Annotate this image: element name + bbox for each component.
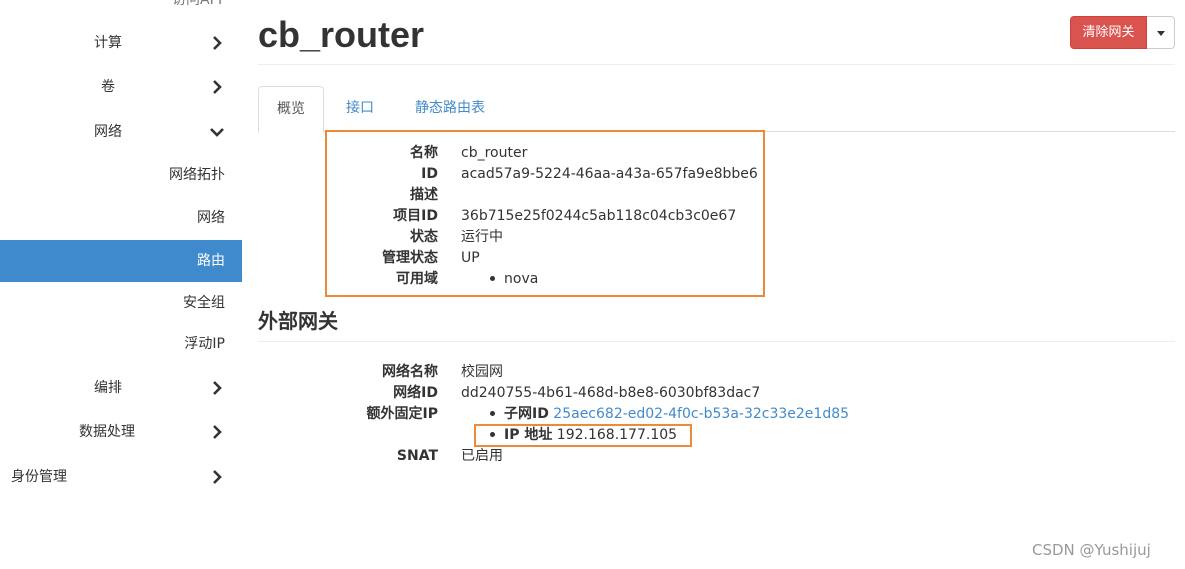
section-title-external-gateway: 外部网关 <box>258 309 338 333</box>
subnet-id-link[interactable]: 25aec682-ed02-4f0c-b53a-32c33e2e1d85 <box>553 406 850 422</box>
sidebar-item-label: 网络拓扑 <box>169 167 225 183</box>
detail-value: acad57a9-5224-46aa-a43a-657fa9e8bbe6 <box>461 166 758 182</box>
sidebar-item-label: 计算 <box>94 35 122 51</box>
subnet-id-label: 子网ID <box>504 406 549 422</box>
detail-row-name: 名称 cb_router <box>258 143 858 164</box>
detail-value: 已启用 <box>461 448 503 464</box>
detail-label: 网络ID <box>393 385 438 401</box>
tab-overview[interactable]: 概览 <box>258 86 324 133</box>
sidebar-item-network[interactable]: 网络 <box>0 111 242 153</box>
sidebar: 访问API 计算 卷 网络 网络拓扑 网络 路由 安全组 浮动IP 编排 数据处… <box>0 0 242 569</box>
tab-static-routes[interactable]: 静态路由表 <box>415 100 485 116</box>
sidebar-item-orchestration[interactable]: 编排 <box>0 367 242 409</box>
detail-row-id: ID acad57a9-5224-46aa-a43a-657fa9e8bbe6 <box>258 164 858 185</box>
sidebar-item-label: 路由 <box>197 253 225 269</box>
bullet-icon <box>490 410 495 416</box>
sidebar-item-data-processing[interactable]: 数据处理 <box>0 411 242 453</box>
fixed-ip-address-item: IP 地址 192.168.177.105 <box>490 425 677 446</box>
sidebar-item-api-access[interactable]: 访问API <box>172 0 223 8</box>
sidebar-item-label: 浮动IP <box>184 336 225 352</box>
detail-label: 状态 <box>410 229 438 245</box>
chevron-right-icon <box>213 425 222 439</box>
sidebar-item-label: 身份管理 <box>11 469 67 485</box>
detail-label: 网络名称 <box>382 364 438 380</box>
divider <box>258 341 1175 342</box>
detail-row-description: 描述 <box>258 185 858 206</box>
page-title: cb_router <box>258 14 425 55</box>
sidebar-item-security-groups[interactable]: 安全组 <box>0 282 242 324</box>
detail-label: 管理状态 <box>382 250 438 266</box>
highlight-box-ip-address <box>474 424 692 447</box>
detail-row-status: 状态 运行中 <box>258 227 858 248</box>
detail-label: SNAT <box>396 448 438 464</box>
watermark: CSDN @Yushijuj <box>1032 541 1151 559</box>
clear-gateway-button[interactable]: 清除网关 <box>1070 16 1147 49</box>
more-actions-dropdown[interactable] <box>1147 16 1175 49</box>
sidebar-item-label: 网络 <box>94 124 122 140</box>
detail-label: 额外固定IP <box>366 406 438 422</box>
sidebar-item-identity[interactable]: 身份管理 <box>0 456 242 498</box>
detail-row-network-name: 网络名称 校园网 <box>258 362 858 383</box>
detail-row-network-id: 网络ID dd240755-4b61-468d-b8e8-6030bf83dac… <box>258 383 858 404</box>
sidebar-item-floating-ips[interactable]: 浮动IP <box>0 323 242 365</box>
detail-value: cb_router <box>461 145 528 161</box>
ip-address-label: IP 地址 <box>504 427 553 443</box>
chevron-right-icon <box>213 80 222 94</box>
tab-bar: 概览 接口 静态路由表 <box>258 86 1175 133</box>
bullet-icon <box>490 275 495 281</box>
detail-value: 运行中 <box>461 229 503 245</box>
detail-row-availability-zone: 可用域 nova <box>258 269 858 290</box>
detail-label: 项目ID <box>393 208 438 224</box>
detail-row-project-id: 项目ID 36b715e25f0244c5ab118c04cb3c0e67 <box>258 206 858 227</box>
sidebar-item-label: 网络 <box>197 210 225 226</box>
fixed-ip-subnet-item: 子网ID 25aec682-ed02-4f0c-b53a-32c33e2e1d8… <box>490 404 849 425</box>
detail-value: UP <box>461 250 480 266</box>
chevron-down-icon <box>210 128 224 137</box>
network-id-link[interactable]: dd240755-4b61-468d-b8e8-6030bf83dac7 <box>461 385 761 401</box>
sidebar-item-label: 安全组 <box>183 295 225 311</box>
action-button-group: 清除网关 <box>1070 16 1175 49</box>
sidebar-item-routers[interactable]: 路由 <box>0 240 242 282</box>
sidebar-item-label: 数据处理 <box>79 424 135 440</box>
chevron-right-icon <box>213 381 222 395</box>
availability-zone-value: nova <box>504 271 539 287</box>
detail-row-fixed-ips: 额外固定IP 子网ID 25aec682-ed02-4f0c-b53a-32c3… <box>258 404 858 425</box>
chevron-right-icon <box>213 470 222 484</box>
detail-value: 校园网 <box>461 364 503 380</box>
sidebar-item-label: 编排 <box>94 380 122 396</box>
detail-label: 可用域 <box>396 271 438 287</box>
detail-row-admin-state: 管理状态 UP <box>258 248 858 269</box>
tab-interfaces[interactable]: 接口 <box>346 100 374 116</box>
ip-address-value: 192.168.177.105 <box>556 427 678 443</box>
detail-label: ID <box>421 166 438 182</box>
sidebar-item-networks[interactable]: 网络 <box>0 197 242 239</box>
sidebar-item-network-topology[interactable]: 网络拓扑 <box>0 154 242 196</box>
detail-value: 36b715e25f0244c5ab118c04cb3c0e67 <box>461 208 737 224</box>
chevron-right-icon <box>213 36 222 50</box>
highlight-box-overview <box>325 130 765 297</box>
detail-value: nova <box>490 269 538 290</box>
detail-label: 名称 <box>410 145 438 161</box>
detail-label: 描述 <box>410 187 438 203</box>
sidebar-item-volumes[interactable]: 卷 <box>0 66 242 108</box>
caret-down-icon <box>1157 31 1165 36</box>
divider <box>258 64 1175 65</box>
bullet-icon <box>490 431 495 437</box>
detail-row-snat: SNAT 已启用 <box>258 446 858 467</box>
sidebar-item-compute[interactable]: 计算 <box>0 22 242 64</box>
detail-row-ip-address: IP 地址 192.168.177.105 <box>258 425 858 446</box>
sidebar-item-label: 卷 <box>101 79 115 95</box>
